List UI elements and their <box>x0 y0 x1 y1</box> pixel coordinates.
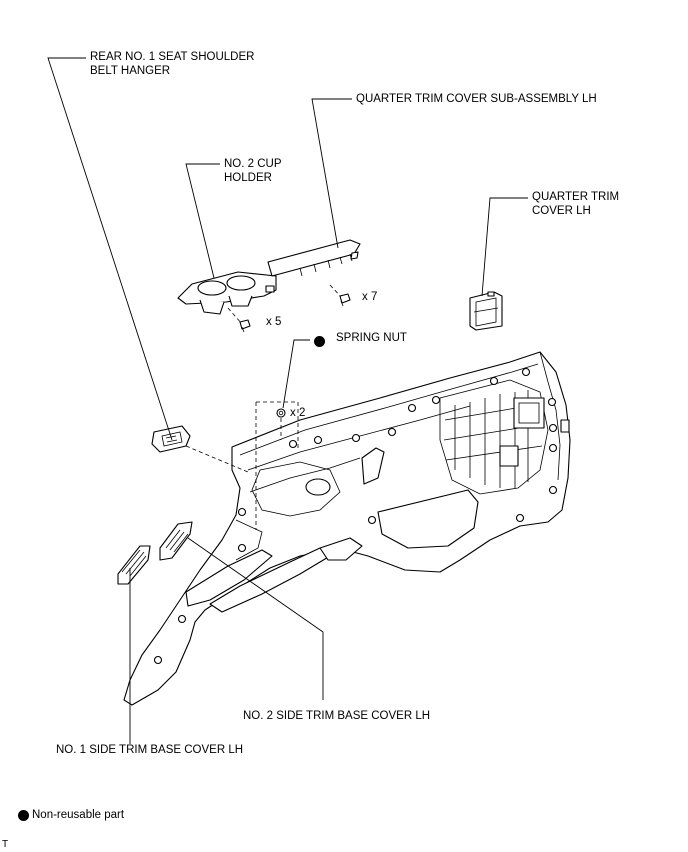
leader-lines <box>47 57 528 744</box>
legend-non-reusable-text: Non-reusable part <box>32 809 125 821</box>
label-side-trim-base-cover-2: NO. 2 SIDE TRIM BASE COVER LH <box>243 710 431 722</box>
quarter-trim-panel <box>123 351 571 706</box>
non-reusable-marker-spring-nut <box>314 336 325 347</box>
label-quarter-trim-cover-line2: COVER LH <box>532 205 591 217</box>
label-cup-holder-line2: HOLDER <box>224 172 272 184</box>
side-trim-base-cover-1-part <box>117 545 151 585</box>
label-side-trim-base-cover-1: NO. 1 SIDE TRIM BASE COVER LH <box>56 744 244 756</box>
label-shoulder-belt-hanger-line1: REAR NO. 1 SEAT SHOULDER <box>90 51 255 63</box>
quarter-trim-cover-subassembly-part <box>267 239 361 277</box>
label-spring-nut: SPRING NUT <box>336 332 407 344</box>
spring-nut-install-box <box>255 401 299 530</box>
label-cup-holder: NO. 2 CUP HOLDER <box>224 157 282 185</box>
edge-marker <box>560 419 570 433</box>
label-screw-count-x5: x 5 <box>266 316 282 328</box>
label-shoulder-belt-hanger: REAR NO. 1 SEAT SHOULDER BELT HANGER <box>90 50 254 78</box>
spring-nut-part <box>276 408 286 418</box>
label-shoulder-belt-hanger-line2: BELT HANGER <box>90 65 171 77</box>
cup-holder-part <box>177 271 277 315</box>
label-quarter-trim-cover-subassembly: QUARTER TRIM COVER SUB-ASSEMBLY LH <box>356 93 597 105</box>
label-quarter-trim-cover-line1: QUARTER TRIM <box>532 191 620 203</box>
upper-edge-clips <box>153 367 558 665</box>
belt-hanger-install-line <box>185 445 249 473</box>
corner-mark: T <box>2 839 9 850</box>
label-quarter-trim-cover: QUARTER TRIM COVER LH <box>532 190 619 218</box>
label-cup-holder-line1: NO. 2 CUP <box>224 158 282 170</box>
legend-non-reusable-marker <box>18 810 29 821</box>
label-screw-count-x7: x 7 <box>362 291 378 303</box>
side-trim-base-cover-2-part <box>159 521 193 561</box>
quarter-trim-cover-part <box>469 291 503 331</box>
screw-x5 <box>227 307 251 333</box>
screw-x7 <box>329 284 351 307</box>
shoulder-belt-hanger-part <box>151 425 191 453</box>
label-nut-count-x2: x 2 <box>290 407 306 419</box>
